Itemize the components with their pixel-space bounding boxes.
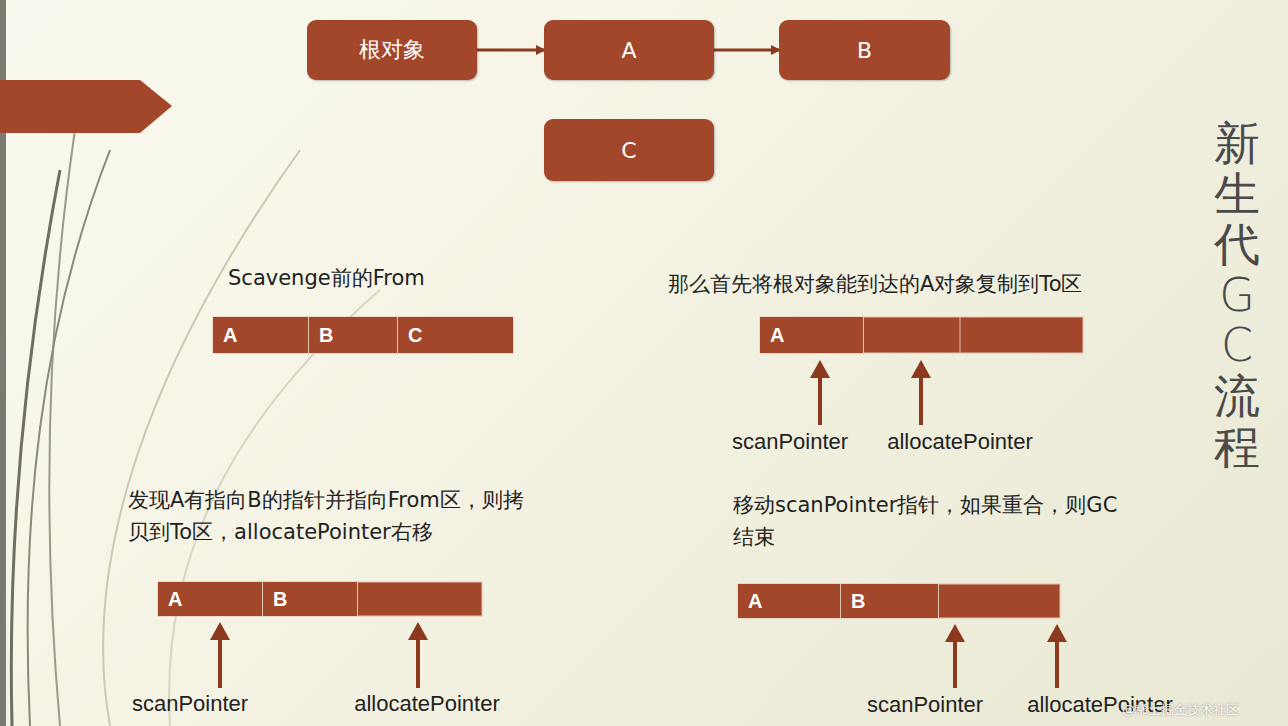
node-text: B — [273, 588, 287, 611]
pointer-label: scanPointer — [732, 426, 848, 458]
deco-curve — [103, 150, 300, 726]
object-box: B — [779, 20, 950, 80]
to-bar — [738, 584, 1060, 618]
node-text: B — [857, 38, 872, 63]
pointer-label: allocatePointer — [354, 688, 500, 720]
memory-cell: B — [263, 582, 358, 616]
chevron-marker — [0, 80, 172, 133]
step-caption: 那么首先将根对象能到达的A对象复制到To区 — [668, 268, 1188, 300]
object-box: A — [544, 20, 714, 80]
node-text: C — [621, 138, 636, 163]
node-text: 根对象 — [359, 35, 425, 65]
node-text: A — [748, 590, 762, 613]
memory-cell: A — [738, 584, 841, 618]
step-caption: 移动scanPointer指针，如果重合，则GC结束 — [733, 489, 1133, 553]
node-text: C — [408, 324, 422, 347]
slide-title: 新生代GC流程 — [1214, 118, 1260, 472]
memory-cell: B — [309, 317, 398, 353]
node-text: A — [168, 588, 182, 611]
node-text: B — [319, 324, 333, 347]
memory-cell: A — [158, 582, 263, 616]
memory-bars — [158, 317, 1083, 618]
from-bar — [213, 317, 513, 353]
reference-arrow — [477, 49, 544, 52]
node-text: A — [621, 38, 636, 63]
object-box: C — [544, 119, 714, 181]
cell-divider — [960, 317, 961, 353]
memory-cell: B — [841, 584, 939, 618]
step-caption: 发现A有指向B的指针并指向From区，则拷贝到To区，allocatePoint… — [128, 484, 538, 548]
pointer-label: scanPointer — [867, 689, 983, 721]
watermark: @稀土掘金技术社区 — [1122, 702, 1239, 718]
memory-cell: A — [213, 317, 309, 353]
node-text: A — [223, 324, 237, 347]
deco-curve — [28, 150, 110, 726]
reference-arrow — [714, 49, 779, 52]
pointer-label: scanPointer — [132, 688, 248, 720]
deco-curve — [49, 130, 75, 726]
to-bar — [760, 317, 1083, 353]
memory-cell: C — [398, 317, 513, 353]
memory-cell: A — [760, 317, 864, 353]
step-caption: Scavenge前的From — [228, 262, 528, 294]
deco-curve — [11, 170, 60, 726]
to-bar — [158, 582, 482, 616]
node-text: B — [851, 590, 865, 613]
pointer-label: allocatePointer — [887, 426, 1033, 458]
node-text: A — [770, 324, 784, 347]
object-box: 根对象 — [307, 20, 477, 80]
